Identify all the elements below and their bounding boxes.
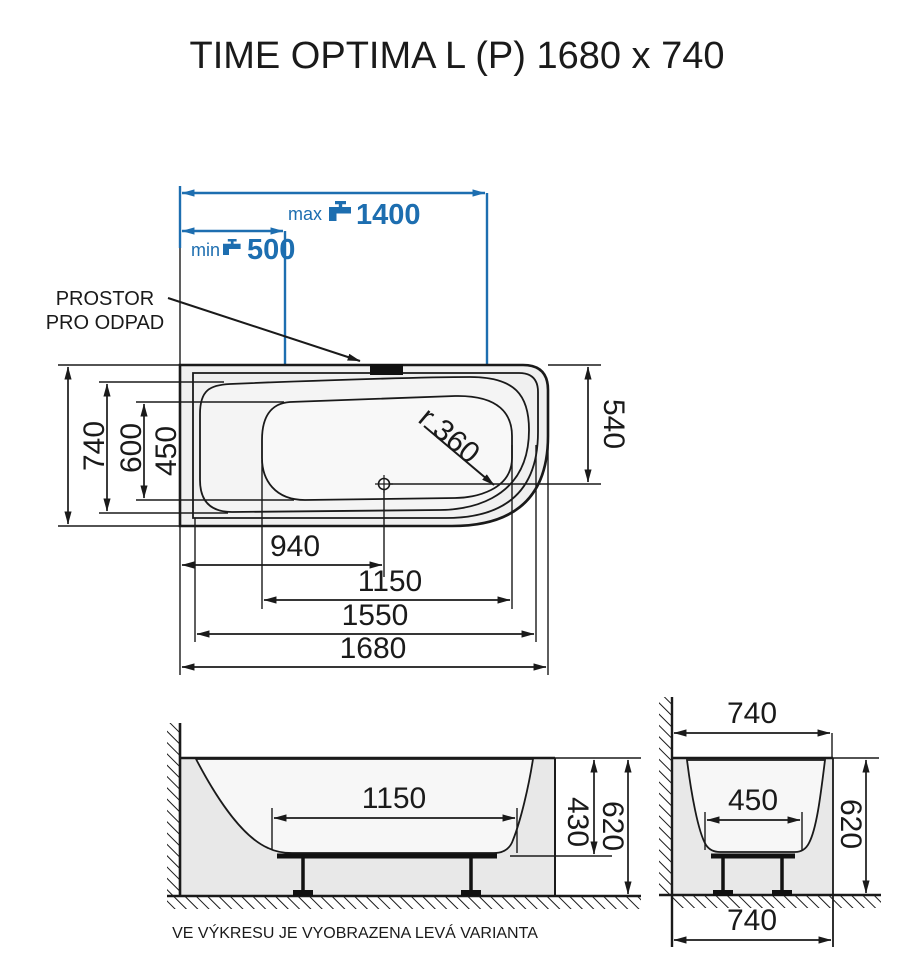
dim-depth-inner: 430 (561, 797, 594, 847)
dim-bottom-width: 450 (728, 784, 778, 817)
dim-drain-from-left: 940 (270, 530, 320, 563)
page-title: TIME OPTIMA L (P) 1680 x 740 (189, 35, 724, 77)
drain-label-line1: PROSTOR (56, 288, 155, 310)
drain-space-rect (370, 364, 403, 375)
plan-bottom-dim-lines (181, 561, 547, 671)
drain-label-line2: PRO ODPAD (46, 312, 165, 334)
dim-length-basin: 1150 (358, 565, 423, 598)
dim-width-total: 740 (78, 421, 111, 471)
plan-bottom-extension-lines (179, 248, 549, 675)
max-value: 1400 (356, 199, 421, 231)
plan-left-dim-lines (64, 366, 148, 525)
faucet-position-dimensions (178, 186, 489, 364)
front-ext-lines (271, 757, 641, 857)
tub-interior-section (194, 758, 535, 854)
floor-hatching (672, 895, 881, 908)
radius-leader-line (423, 425, 495, 486)
dim-length-total: 1680 (340, 632, 407, 665)
dim-width-basin: 450 (150, 426, 183, 476)
dim-width-bottom: 740 (727, 904, 777, 937)
tub-legs (721, 858, 784, 891)
dim-length-rim: 1550 (342, 599, 409, 632)
max-label: max (288, 204, 322, 224)
drain-leader-line (167, 297, 361, 362)
drain-marker (375, 475, 393, 493)
dim-bottom-length: 1150 (362, 782, 427, 815)
tub-interior-section (685, 759, 827, 853)
dim-height-total: 620 (596, 801, 629, 851)
leg-foot (461, 890, 481, 896)
drain-space-label: PROSTOR PRO ODPAD (46, 288, 361, 362)
leg-foot (293, 890, 313, 896)
plan-left-extension-lines (58, 364, 294, 527)
dim-drain-from-top: 540 (597, 399, 630, 449)
tub-basin-contour (261, 395, 513, 501)
min-value: 500 (247, 234, 295, 266)
leg-foot (772, 890, 792, 896)
dim-height-total: 620 (834, 799, 867, 849)
drawing-caption: VE VÝKRESU JE VYOBRAZENA LEVÁ VARIANTA (172, 923, 538, 942)
floor-hatching (167, 896, 641, 909)
wall-hatching (659, 697, 672, 895)
wall-hatching (167, 723, 180, 896)
leg-foot (713, 890, 733, 896)
dim-width-rim: 600 (115, 423, 148, 473)
side-ext-lines (704, 757, 879, 850)
faucet-icon (329, 201, 351, 221)
faucet-icon (223, 239, 241, 255)
side-section-view: 740 450 620 740 (659, 697, 881, 947)
front-section-view: 1150 430 620 (167, 723, 641, 909)
dim-width-top: 740 (727, 697, 777, 730)
min-label: min (191, 240, 220, 260)
tub-legs (301, 858, 473, 891)
plan-view: r 360 740 600 450 540 (58, 248, 630, 675)
